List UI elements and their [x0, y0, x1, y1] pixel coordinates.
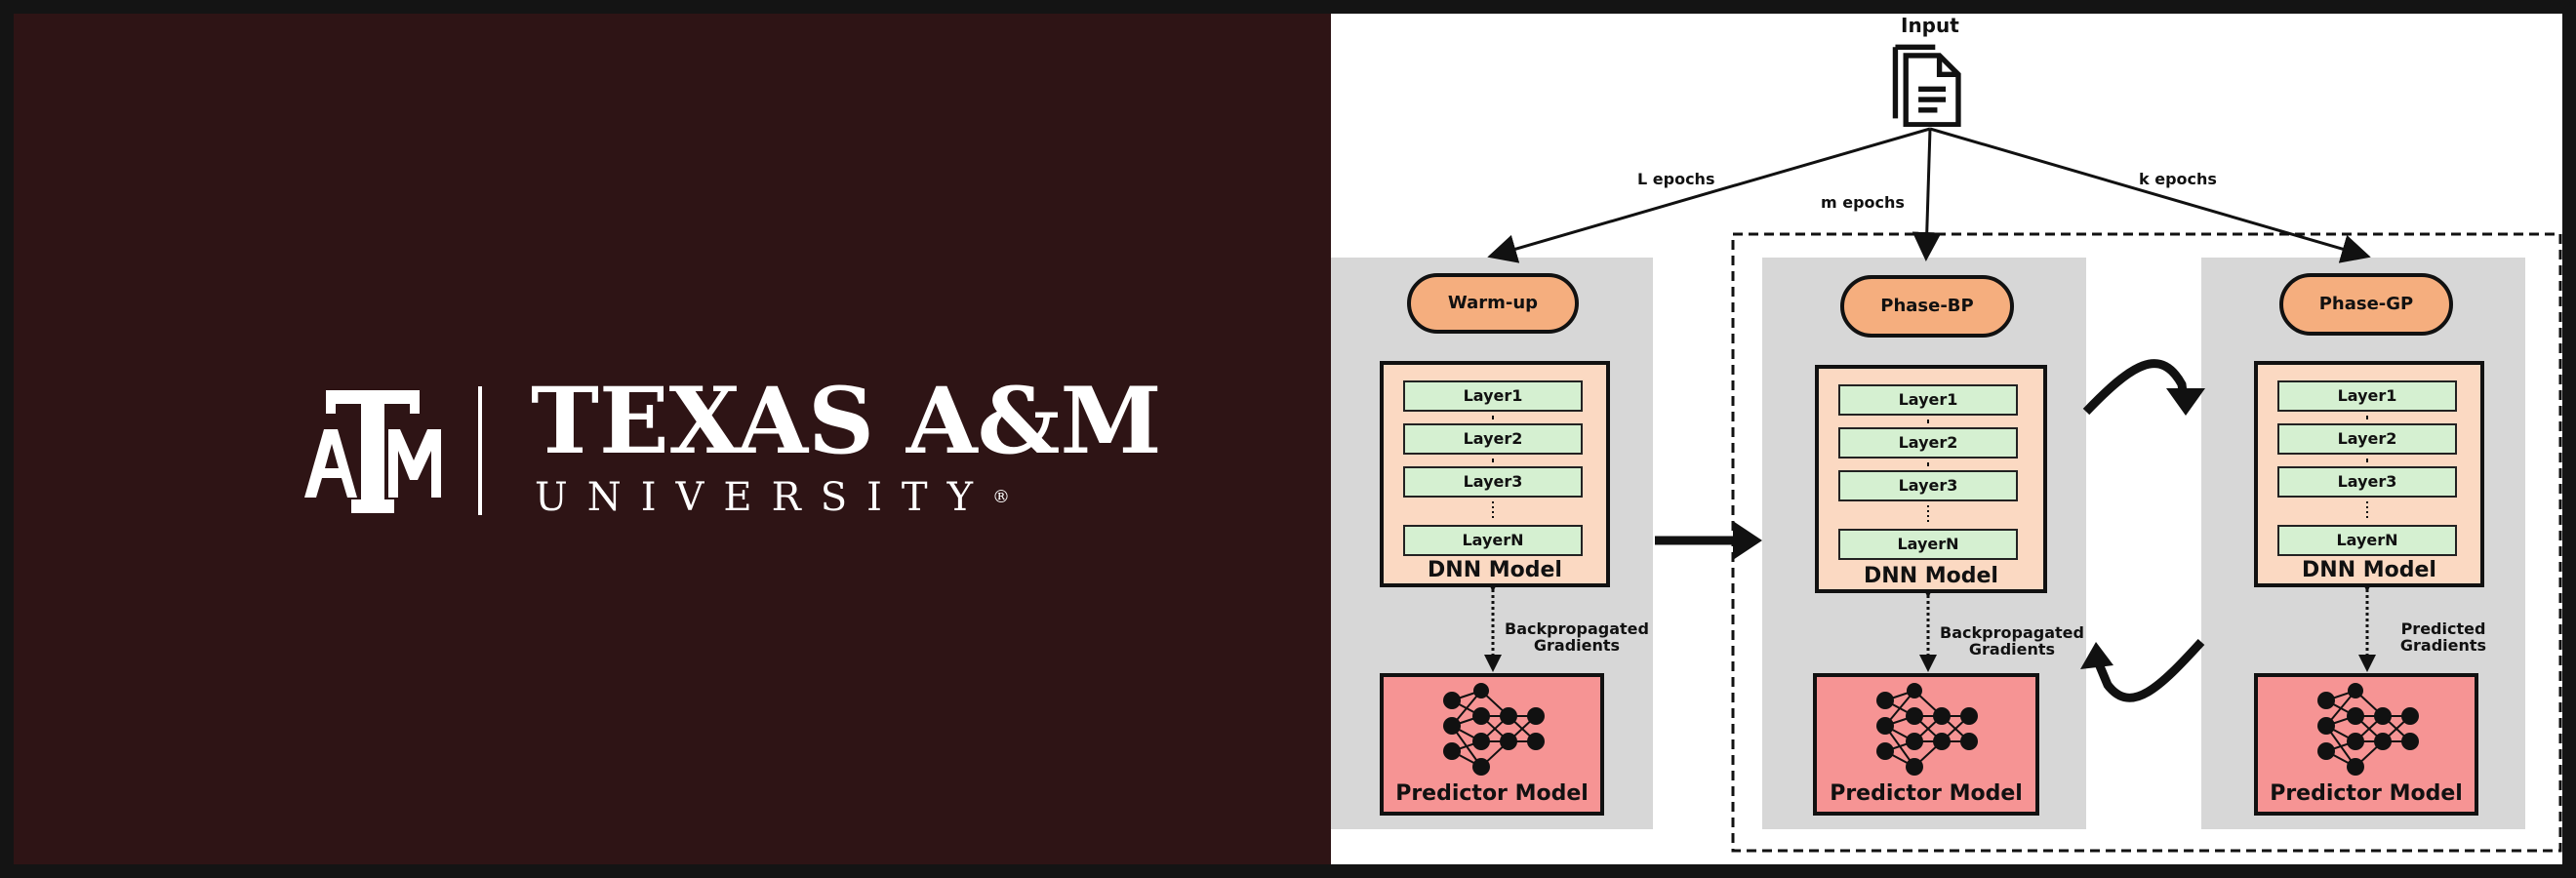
layer-n: LayerN — [1403, 525, 1583, 556]
gradient-label-line1: Backpropagated — [1940, 623, 2084, 642]
tamu-logo: TEXAS A&M UNIVERSITY® — [304, 373, 1162, 529]
wordmark-sub: UNIVERSITY® — [535, 476, 1010, 519]
layer-1: Layer1 — [1838, 384, 2018, 416]
gradient-label-line2: Gradients — [1968, 640, 2056, 658]
phase-pill-bp: Phase-BP — [1840, 275, 2014, 338]
gradient-label-line2: Gradients — [1533, 636, 1621, 655]
predictor-model-label: Predictor Model — [1830, 781, 2023, 806]
gradient-label-line2: Gradients — [2399, 636, 2487, 655]
predictor-model-bp: Predictor Model — [1813, 673, 2039, 816]
phase-pill-warmup: Warm-up — [1407, 273, 1579, 334]
gradient-label-warmup: Backpropagated Gradients — [1501, 620, 1653, 654]
predictor-model-label: Predictor Model — [1395, 781, 1589, 806]
layer-n: LayerN — [2277, 525, 2457, 556]
dnn-model-label: DNN Model — [2302, 558, 2436, 582]
predictor-model-label: Predictor Model — [2270, 781, 2463, 806]
neural-network-icon — [1443, 683, 1545, 776]
predictor-model-gp: Predictor Model — [2254, 673, 2478, 816]
layer-n: LayerN — [1838, 529, 2018, 560]
gradient-label-line1: Backpropagated — [1505, 619, 1649, 638]
dnn-model-gp: Layer1 Layer2 Layer3 LayerN DNN Model — [2254, 361, 2484, 587]
gradient-label-gp: Predicted Gradients — [2375, 620, 2512, 654]
input-label: Input — [1901, 14, 1959, 37]
atm-monogram-icon — [304, 390, 441, 513]
dnn-model-label: DNN Model — [1864, 564, 1998, 588]
dnn-model-warmup: Layer1 Layer2 Layer3 LayerN DNN Model — [1380, 361, 1610, 587]
layer-3: Layer3 — [1403, 466, 1583, 498]
document-icon — [1892, 44, 1961, 127]
branding-panel: TEXAS A&M UNIVERSITY® — [14, 14, 1331, 864]
gradient-label-bp: Backpropagated Gradients — [1936, 624, 2088, 658]
wordmark-main: TEXAS A&M — [531, 368, 1162, 475]
predictor-model-warmup: Predictor Model — [1380, 673, 1604, 816]
layer-2: Layer2 — [1403, 423, 1583, 455]
layer-1: Layer1 — [2277, 380, 2457, 412]
dnn-model-bp: Layer1 Layer2 Layer3 LayerN DNN Model — [1815, 365, 2047, 593]
layer-2: Layer2 — [2277, 423, 2457, 455]
registered-mark: ® — [992, 487, 1011, 507]
phase-pill-gp: Phase-GP — [2279, 273, 2453, 336]
curved-arrow-icon — [2080, 359, 2205, 702]
layer-1: Layer1 — [1403, 380, 1583, 412]
neural-network-icon — [2317, 683, 2419, 776]
gradient-label-line1: Predicted — [2400, 619, 2486, 638]
arrow-right-icon — [1655, 521, 1762, 560]
neural-network-icon — [1876, 683, 1978, 776]
training-diagram: Input L epochs m epochs k epochs Warm-up… — [1331, 14, 2562, 864]
l-epochs-label: L epochs — [1637, 170, 1715, 188]
layer-2: Layer2 — [1838, 427, 2018, 459]
logo-divider — [478, 386, 482, 515]
layer-3: Layer3 — [2277, 466, 2457, 498]
wordmark-university: UNIVERSITY — [535, 475, 993, 520]
layer-3: Layer3 — [1838, 470, 2018, 501]
m-epochs-label: m epochs — [1821, 193, 1905, 212]
k-epochs-label: k epochs — [2139, 170, 2217, 188]
dnn-model-label: DNN Model — [1428, 558, 1562, 582]
